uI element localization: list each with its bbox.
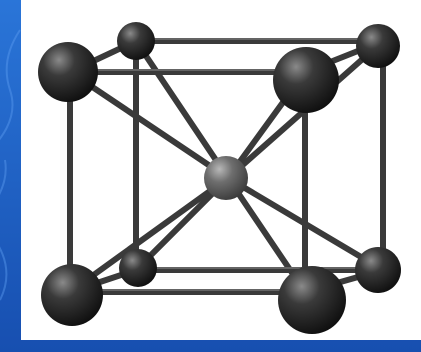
atom-front-bottom-right xyxy=(278,266,346,334)
atom-front-top-right xyxy=(273,47,339,113)
atom-back-bottom-left xyxy=(119,249,157,287)
atom-back-top-left xyxy=(117,22,155,60)
atom-back-top-right xyxy=(356,24,400,68)
atom-front-top-left xyxy=(38,42,98,102)
atom-front-bottom-left xyxy=(41,264,103,326)
atom-back-bottom-right xyxy=(355,247,401,293)
atom-center xyxy=(204,156,248,200)
